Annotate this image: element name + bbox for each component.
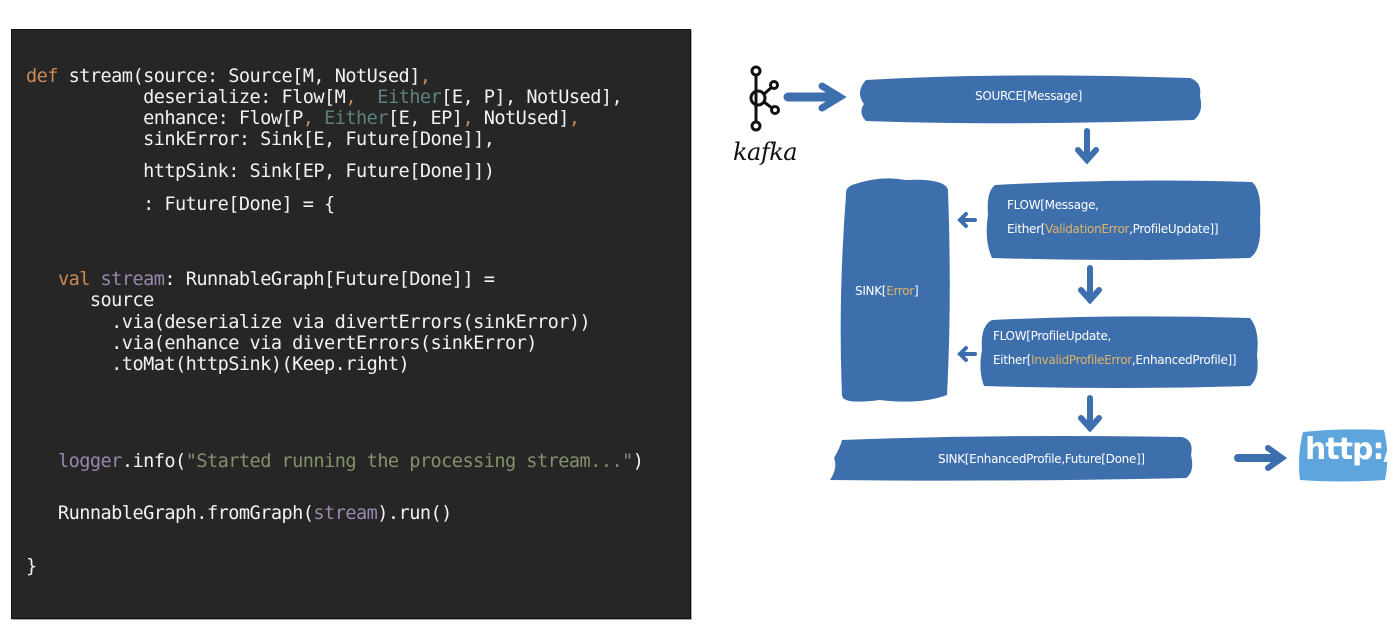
flow2-line2-label: Either[InvalidProfileError,EnhancedProfi… xyxy=(993,353,1237,367)
code-token: source xyxy=(26,290,154,311)
code-line: RunnableGraph.fromGraph(stream).run() xyxy=(26,503,452,524)
kafka-label: kafka xyxy=(733,138,798,166)
flow2-box xyxy=(980,316,1258,388)
highlighted-type: ValidationError xyxy=(1045,222,1130,236)
arrow-down-1-icon xyxy=(1075,128,1099,165)
flow1-line2-label: Either[ValidationError,ProfileUpdate]] xyxy=(1007,222,1219,236)
code-token: , xyxy=(345,87,356,108)
label-text: ,ProfileUpdate]] xyxy=(1129,222,1219,236)
arrow-left-2-icon xyxy=(957,346,977,362)
label-text: SINK[ xyxy=(855,284,887,298)
label-text: Either[ xyxy=(993,353,1032,367)
http-label: http:// xyxy=(1305,432,1400,467)
code-line: sinkError: Sink[E, Future[Done]], xyxy=(26,129,495,150)
code-token: .via(enhance via divertErrors(sinkError) xyxy=(26,333,537,354)
label-text: ,EnhancedProfile]] xyxy=(1131,353,1237,367)
code-token: [E, EP] xyxy=(387,108,463,129)
code-panel: def stream(source: Source[M, NotUsed], d… xyxy=(11,29,691,619)
label-text: SINK[EnhancedProfile,Future[Done]] xyxy=(938,452,1145,466)
code-token: ) xyxy=(632,451,644,472)
kafka-logo-icon xyxy=(749,65,780,132)
label-text: SOURCE[Message] xyxy=(975,89,1083,103)
code-token: stream xyxy=(100,269,165,290)
highlighted-type: InvalidProfileError xyxy=(1031,353,1132,367)
code-token: Either xyxy=(324,108,388,129)
sink-http-box xyxy=(830,436,1193,481)
code-token: enhance: Flow[P xyxy=(26,108,303,129)
highlighted-type: Error xyxy=(886,284,914,298)
arrow-down-2-icon xyxy=(1078,265,1102,305)
code-token: .toMat(httpSink)(Keep.right) xyxy=(26,354,410,375)
code-line: logger.info("Started running the process… xyxy=(26,451,644,472)
arrow-sink-to-http-icon xyxy=(1234,445,1288,471)
code-token: .info( xyxy=(121,451,186,472)
code-token: def xyxy=(26,66,58,87)
code-line: } xyxy=(26,556,37,577)
code-token: : Future[Done] = { xyxy=(26,194,335,215)
code-line: .via(deserialize via divertErrors(sinkEr… xyxy=(26,312,591,333)
flow1-line1-label: FLOW[Message, xyxy=(1007,198,1099,212)
arrow-left-1-icon xyxy=(957,212,977,228)
http-box xyxy=(1299,429,1388,482)
code-token: logger xyxy=(57,451,122,472)
code-token: .via(deserialize via divertErrors(sinkEr… xyxy=(26,312,591,333)
code-token: [E, P], NotUsed], xyxy=(441,87,623,108)
code-token: } xyxy=(26,556,37,577)
arrow-down-3-icon xyxy=(1078,395,1102,433)
sink-error-box xyxy=(840,178,950,402)
label-text: ] xyxy=(913,284,919,298)
sink-http-label: SINK[EnhancedProfile,Future[Done]] xyxy=(938,452,1145,466)
sink-error-label: SINK[Error] xyxy=(855,284,919,298)
flow1-box xyxy=(986,180,1261,260)
code-token: deserialize: Flow[M xyxy=(26,87,346,108)
code-token: Either xyxy=(377,87,442,108)
code-token: NotUsed] xyxy=(473,108,570,129)
code-token: , xyxy=(302,108,325,129)
code-token: sinkError: Sink[E, Future[Done]], xyxy=(26,129,495,150)
code-token: ).run() xyxy=(377,503,452,524)
label-text: FLOW[ProfileUpdate, xyxy=(993,329,1112,343)
code-token: stream xyxy=(313,503,378,524)
code-line: enhance: Flow[P, Either[E, EP], NotUsed]… xyxy=(26,108,580,129)
code-line: deserialize: Flow[M, Either[E, P], NotUs… xyxy=(26,87,623,108)
code-line: def stream(source: Source[M, NotUsed], xyxy=(26,66,431,87)
code-token: val xyxy=(57,269,90,290)
code-token: "Started running the processing stream..… xyxy=(185,451,634,472)
code-line: : Future[Done] = { xyxy=(26,194,335,215)
arrow-kafka-to-source-icon xyxy=(783,82,847,112)
label-text: Either[ xyxy=(1007,222,1046,236)
code-token: , xyxy=(419,66,431,87)
source-box xyxy=(859,75,1202,124)
code-line: httpSink: Sink[EP, Future[Done]]) xyxy=(26,161,495,182)
flow2-line1-label: FLOW[ProfileUpdate, xyxy=(993,329,1111,343)
code-line: val stream: RunnableGraph[Future[Done]] … xyxy=(26,269,495,290)
code-token: RunnableGraph.fromGraph( xyxy=(26,503,314,524)
code-token: httpSink: Sink[EP, Future[Done]]) xyxy=(26,161,495,182)
source-label: SOURCE[Message] xyxy=(975,89,1082,103)
code-line: .toMat(httpSink)(Keep.right) xyxy=(26,354,410,375)
code-token: , xyxy=(568,108,580,129)
code-token: stream(source: Source[M, NotUsed] xyxy=(57,66,421,87)
label-text: FLOW[Message, xyxy=(1007,198,1099,212)
code-line: source xyxy=(26,290,154,311)
code-token: : RunnableGraph[Future[Done]] = xyxy=(164,269,495,290)
code-line: .via(enhance via divertErrors(sinkError) xyxy=(26,333,537,354)
code-token: , xyxy=(462,108,474,129)
